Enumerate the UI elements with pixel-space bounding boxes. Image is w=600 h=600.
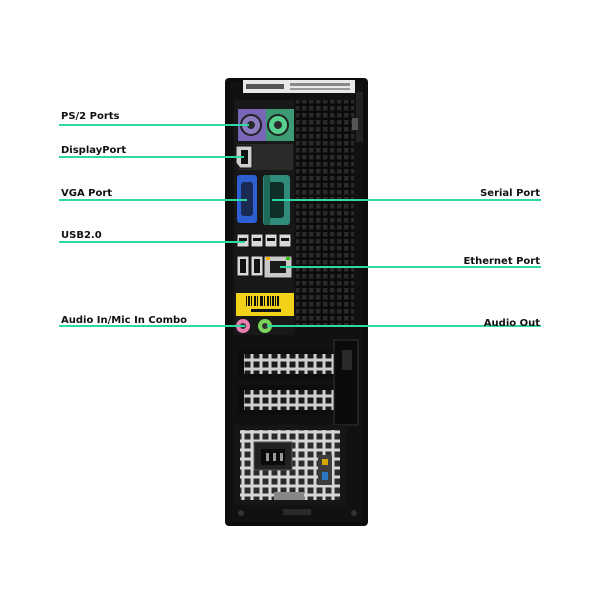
- callout-line-audio-out: [267, 325, 541, 327]
- callout-line-displayport: [59, 156, 244, 158]
- label-serial-port: Serial Port: [480, 188, 540, 199]
- label-audio-in: Audio In/Mic In Combo: [61, 315, 188, 326]
- callout-line-ethernet: [280, 266, 541, 268]
- callout-line-audio-in: [59, 325, 245, 327]
- chassis-screw: [238, 510, 244, 516]
- label-ps2-ports: PS/2 Ports: [61, 111, 120, 122]
- label-usb: USB2.0: [61, 230, 102, 241]
- label-ethernet-port: Ethernet Port: [463, 256, 540, 267]
- label-vga-port: VGA Port: [61, 188, 113, 199]
- label-audio-out: Audio Out: [483, 318, 540, 329]
- callout-line-ps2: [59, 124, 249, 126]
- vent-grille: [296, 100, 354, 325]
- usb-ports: [236, 233, 292, 277]
- label-displayport: DisplayPort: [61, 145, 127, 156]
- callout-line-usb: [59, 241, 245, 243]
- callout-line-vga: [59, 199, 247, 201]
- callout-line-serial: [272, 199, 541, 201]
